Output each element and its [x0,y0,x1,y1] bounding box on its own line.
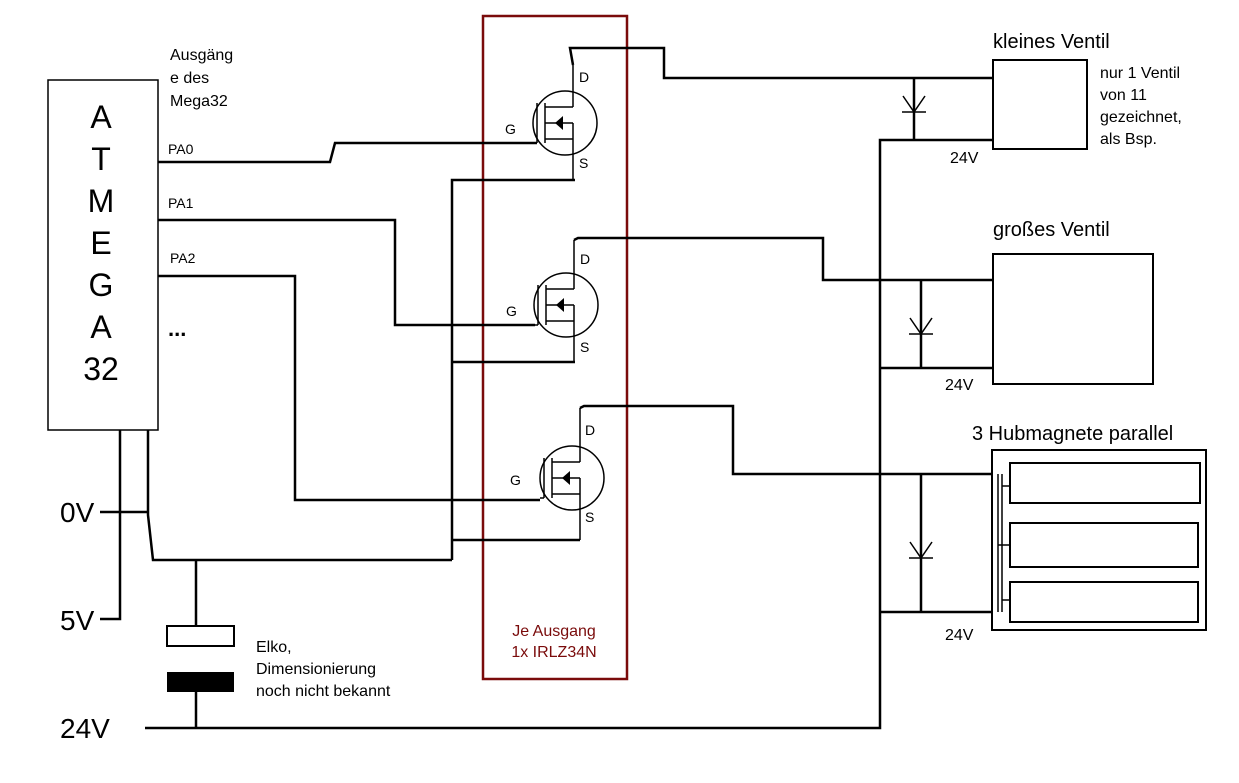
chip-letter: T [91,141,111,177]
pin-label-pa2: PA2 [170,250,196,266]
wire-pa2-gate [158,274,540,502]
mosfet-3-source-label: S [585,509,594,525]
pin-label-more: ... [168,316,186,341]
frame-note-line: Je Ausgang [512,623,596,640]
small-valve-voltage: 24V [950,150,979,167]
outputs-label-line: Ausgäng [170,47,233,64]
label-5v: 5V [60,605,95,636]
chip-letter: 32 [83,351,119,387]
diode-small-valve [902,78,926,140]
mosfet-3-drain-label: D [585,422,595,438]
mosfet-3-gate-label: G [510,472,521,488]
chip-letter: E [90,225,111,261]
magnet-coil [1009,522,1199,568]
chip-letter: A [90,99,112,135]
capacitor-note-line: Elko, [256,639,292,656]
small-valve-box [992,59,1088,150]
diode-magnets [909,474,933,612]
wire-pa1-gate [158,218,535,327]
chip-letter: A [90,309,112,345]
label-0v: 0V [60,497,95,528]
mosfet-2 [533,240,599,362]
capacitor-note-line: noch nicht bekannt [256,683,391,700]
note-line: als Bsp. [1100,131,1157,148]
outputs-label-line: e des [170,70,209,87]
mosfet-2-gate-label: G [506,303,517,319]
wire-pa0-gate [158,141,537,164]
pin-label-pa1: PA1 [168,195,194,211]
mosfet-3 [539,408,605,540]
large-valve-box [992,253,1154,385]
wire-drain-small-valve [568,46,993,80]
atmega32-block [47,79,159,431]
mosfet-1-source-label: S [579,155,588,171]
large-valve-title: großes Ventil [993,219,1110,241]
rail-5v-wire [100,430,122,621]
wire-drain-magnets [579,404,1000,476]
magnets-group [991,449,1207,631]
mosfet-1 [528,65,598,180]
large-valve-voltage: 24V [945,377,974,394]
source-bus [450,178,580,560]
mosfet-2-source-label: S [580,339,589,355]
mosfet-1-gate-label: G [505,121,516,137]
note-line: nur 1 Ventil [1100,65,1180,82]
wire-drain-large-valve [573,236,993,282]
pin-label-pa0: PA0 [168,141,194,157]
note-line: gezeichnet, [1100,109,1182,126]
magnet-coil [1009,462,1201,504]
mosfet-frame [481,14,629,681]
note-line: von 11 [1100,87,1147,104]
small-valve-title: kleines Ventil [993,31,1110,53]
ground-bus [146,430,452,562]
magnets-title: 3 Hubmagnete parallel [972,423,1173,445]
capacitor-note-line: Dimensionierung [256,661,376,678]
label-24v: 24V [60,713,110,744]
chip-letter: G [89,267,114,303]
mosfet-1-drain-label: D [579,69,589,85]
magnet-coil [1009,581,1199,623]
frame-note-line: 1x IRLZ34N [511,644,596,661]
mosfet-2-drain-label: D [580,251,590,267]
atmega32-label: A T M E G A 32 [83,99,119,387]
chip-letter: M [88,183,115,219]
rail-24v [145,138,993,730]
electrolytic-capacitor [166,560,235,728]
magnets-voltage: 24V [945,627,974,644]
diode-large-valve [909,280,933,368]
outputs-label-line: Mega32 [170,93,228,110]
